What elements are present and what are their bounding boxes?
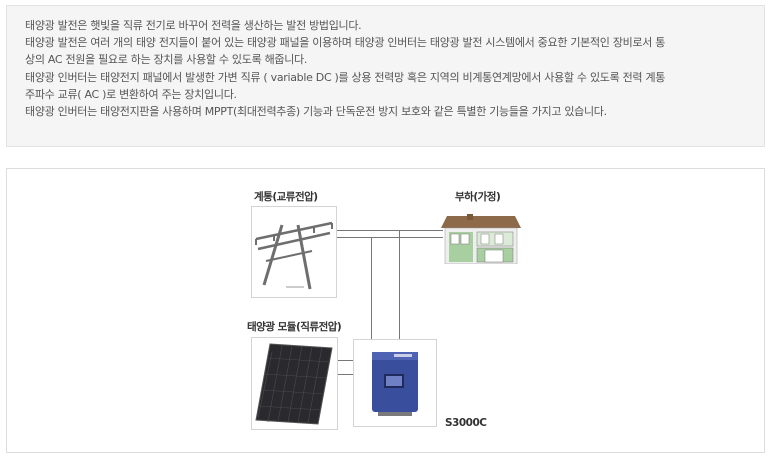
load-label: 부하(가정) [455,189,500,204]
inverter-ac-line-left [371,237,372,341]
description-line: 태양광 발전은 여러 개의 태양 전지들이 붙어 있는 태양광 패널을 이용하며… [25,34,750,51]
dc-line-bottom [338,374,354,375]
utility-pole-icon [252,207,336,297]
inverter-ac-line-right [399,230,400,341]
description-line: 태양광 발전은 햇빛을 직류 전기로 바꾸어 전력을 생산하는 발전 방법입니다… [25,17,750,34]
description-line: 상의 AC 전원을 필요로 하는 장치를 사용할 수 있도록 해줍니다. [25,51,750,68]
solar-module-image [251,337,338,430]
solar-panel-icon [252,338,337,429]
house-icon [437,214,523,264]
grid-line-bottom [331,237,443,238]
grid-line-top [331,230,443,231]
inverter-image [353,339,437,427]
grid-label: 계통(교류전압) [254,189,318,204]
description-line: 주파수 교류( AC )로 변환하여 주는 장치입니다. [25,86,750,103]
system-diagram: 계통(교류전압) 부하(가정) 태양광 모듈(직류전압) [6,168,765,453]
inverter-model-label: S3000C [445,417,487,429]
module-label: 태양광 모듈(직류전압) [247,319,341,334]
description-panel: 태양광 발전은 햇빛을 직류 전기로 바꾸어 전력을 생산하는 발전 방법입니다… [6,5,765,147]
utility-pole-image [251,206,337,298]
description-line: 태양광 인버터는 태양전지판을 사용하며 MPPT(최대전력추종) 기능과 단독… [25,103,750,120]
dc-line-top [338,360,354,361]
description-line: 태양광 인버터는 태양전지 패널에서 발생한 가변 직류 ( variable … [25,69,750,86]
inverter-icon [354,340,436,426]
